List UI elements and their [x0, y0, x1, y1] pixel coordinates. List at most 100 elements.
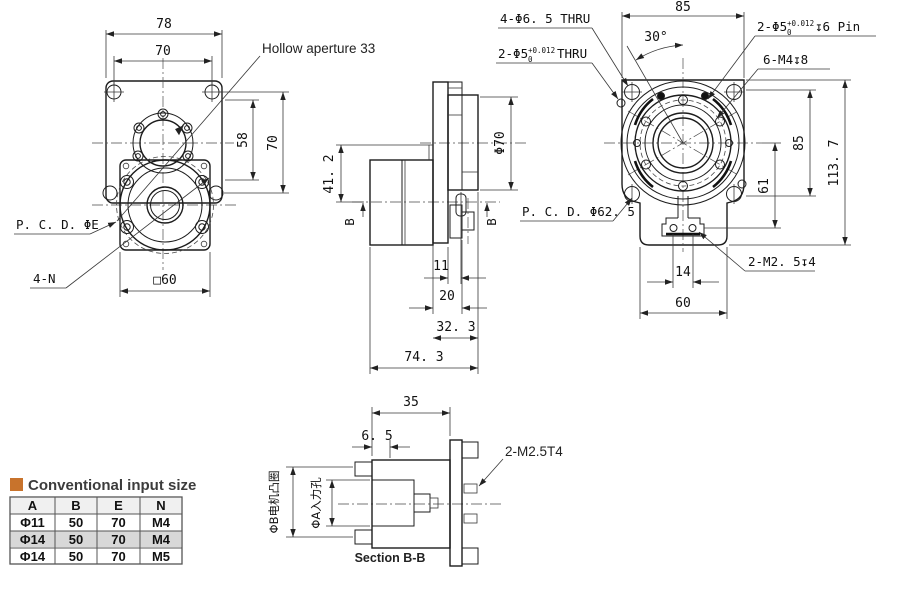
section-marker-right: B	[484, 218, 499, 226]
front-m4-label: 6-M4↧8	[716, 52, 830, 119]
front-m25-label: 2-M2. 5↧4	[698, 231, 816, 272]
rear-hollow-label-text: Hollow aperture 33	[262, 41, 375, 56]
front-m25-text: 2-M2. 5↧4	[748, 254, 816, 269]
front-thru2-sub: 0	[528, 55, 533, 64]
front-thru1-text: 4-Φ6. 5 THRU	[500, 11, 590, 26]
table-header-e: E	[114, 498, 123, 513]
rear-body-outline	[105, 80, 223, 204]
front-bottom-slot	[661, 196, 705, 237]
rear-pcd-label: P. C. D. ΦE	[14, 217, 117, 235]
side-dim-11-text: 11	[433, 259, 449, 274]
front-pin-sub: 0	[787, 28, 792, 37]
section-boss-label: ΦB电机凸圈	[267, 471, 281, 534]
section-plate	[449, 439, 463, 567]
side-dim-dia70-text: Φ70	[493, 131, 508, 154]
rear-hollow-label: Hollow aperture 33	[116, 41, 375, 222]
front-thru2-label: 2-Φ5 +0.012 0 THRU	[496, 46, 619, 100]
front-thru2-sup: +0.012	[528, 46, 555, 55]
table-header-shade	[11, 498, 181, 514]
front-dim-60: 60	[639, 247, 728, 319]
front-dim-85-top: 85	[621, 0, 745, 78]
section-screw-text: 2-M2.5T4	[505, 444, 563, 459]
rear-dim-70r-text: 70	[266, 135, 281, 151]
rear-dim-square60-text: □60	[153, 273, 176, 288]
size-table: Conventional input size A B E N Φ11 50 7…	[9, 477, 196, 565]
front-thru2-suffix: THRU	[557, 46, 587, 61]
rear-4n-label-text: 4-N	[33, 271, 56, 286]
front-pin-sup: +0.012	[787, 19, 814, 28]
rear-dim-70-text: 70	[155, 44, 171, 59]
front-dim-30-text: 30°	[644, 30, 667, 45]
cell-e2: 70	[111, 532, 125, 547]
front-bolt-holes	[633, 92, 733, 191]
front-pcd-text: P. C. D. Φ62. 5	[522, 204, 635, 219]
section-cut-markers: B B	[342, 203, 499, 226]
front-m4-text: 6-M4↧8	[763, 52, 808, 67]
section-view: 35 6. 5 ΦB电机凸圈 ΦA入力孔 2-M2.5T4 Section B-…	[267, 395, 563, 567]
cell-e3: 70	[111, 549, 125, 564]
front-corner-holes	[616, 82, 747, 204]
side-dim-41: 41. 2	[322, 144, 429, 203]
front-dim-113: 113. 7	[729, 79, 851, 246]
front-dim-85-right-text: 85	[792, 135, 807, 151]
rear-pcd-circle	[116, 156, 214, 254]
rear-4n-label: 4-N	[30, 177, 210, 289]
section-boss-dim: ΦB电机凸圈	[267, 466, 353, 538]
cell-n1: M4	[152, 515, 171, 530]
front-pin-label: 2-Φ5 +0.012 0 ↧6 Pin	[707, 19, 876, 100]
side-dim-74: 74. 3	[369, 247, 479, 374]
table-row: Φ14 50 70 M4	[20, 532, 171, 547]
cell-b1: 50	[69, 515, 83, 530]
table-row2-shade	[11, 531, 181, 547]
cell-a3: Φ14	[20, 549, 46, 564]
front-pin-prefix: 2-Φ5	[757, 19, 787, 34]
front-thru1-label: 4-Φ6. 5 THRU	[498, 11, 629, 87]
cell-a1: Φ11	[20, 515, 44, 530]
rear-view: 78 70 58 70 □60 P. C. D. ΦE	[14, 17, 375, 297]
side-output-disc	[447, 94, 479, 191]
table-header-b: B	[71, 498, 80, 513]
section-caption: Section B-B	[355, 551, 426, 565]
section-marker-left: B	[342, 218, 357, 226]
section-input-label: ΦA入力孔	[309, 477, 323, 529]
rear-dim-78-text: 78	[156, 17, 172, 32]
front-dim-113-text: 113. 7	[827, 140, 842, 187]
rear-dim-58-text: 58	[236, 132, 251, 148]
side-plate	[432, 81, 449, 244]
rear-dim-58: 58	[225, 99, 259, 181]
rear-dim-78: 78	[105, 17, 223, 78]
front-dim-30deg: 30°	[626, 30, 684, 144]
table-title: Conventional input size	[28, 477, 196, 494]
front-dim-85-right: 85	[746, 89, 816, 197]
side-dim-20-text: 20	[439, 289, 455, 304]
front-dim-61: 61	[704, 142, 781, 229]
table-header-a: A	[28, 498, 38, 513]
section-dim-35: 35	[371, 395, 451, 456]
side-view: 41. 2 Φ70 B B 11 20	[322, 81, 527, 374]
section-dim-35-text: 35	[403, 395, 419, 410]
front-dim-60-text: 60	[675, 296, 691, 311]
cell-a2: Φ14	[20, 532, 46, 547]
front-thru2-prefix: 2-Φ5	[498, 46, 528, 61]
side-dim-74-text: 74. 3	[404, 350, 443, 365]
cell-b3: 50	[69, 549, 83, 564]
rear-hollow-aperture	[139, 119, 187, 167]
side-dim-32-text: 32. 3	[436, 320, 475, 335]
table-grid	[9, 496, 183, 565]
front-dim-61-text: 61	[757, 178, 772, 194]
side-dim-11: 11	[424, 192, 486, 284]
table-row: Φ11 50 70 M4	[20, 515, 171, 530]
rear-dim-70-top: 70	[113, 44, 213, 86]
side-dim-41-text: 41. 2	[322, 154, 337, 193]
rear-dim-70-right: 70	[220, 91, 289, 194]
section-dim-65: 6. 5	[352, 429, 410, 458]
table-header-n: N	[156, 498, 165, 513]
table-accent-square	[10, 478, 23, 491]
section-input-bore	[371, 479, 415, 527]
cell-e1: 70	[111, 515, 125, 530]
front-dim-14: 14	[647, 234, 719, 288]
front-pin-suffix: ↧6 Pin	[815, 19, 860, 34]
side-dim-20: 20	[409, 240, 487, 314]
